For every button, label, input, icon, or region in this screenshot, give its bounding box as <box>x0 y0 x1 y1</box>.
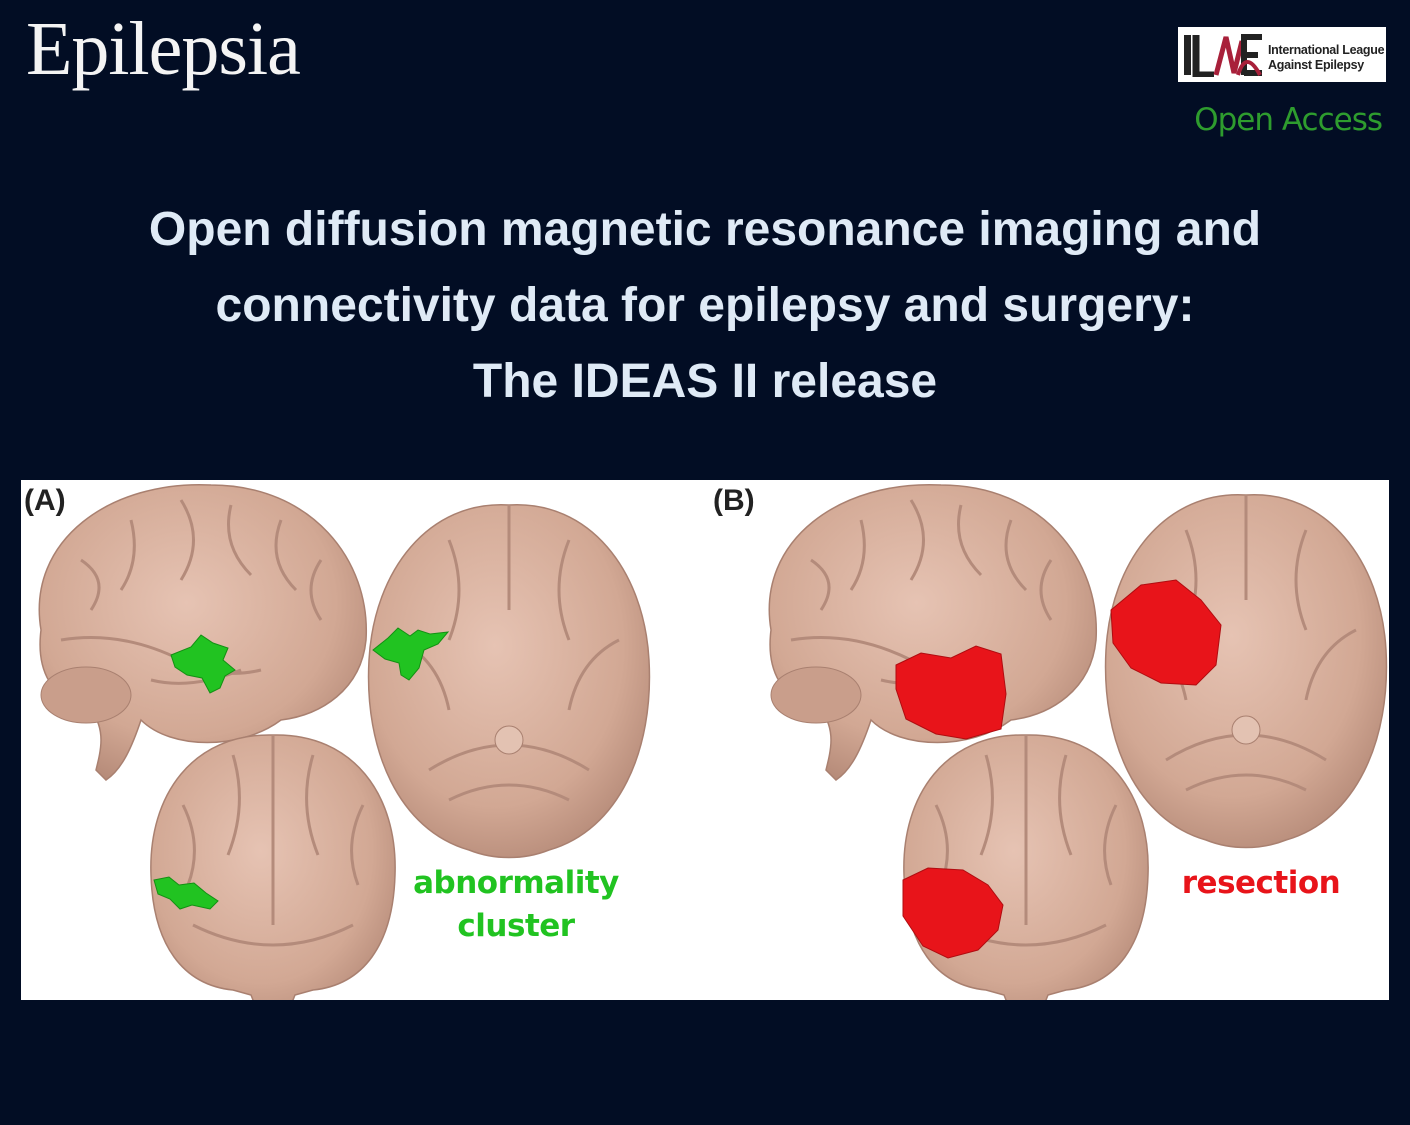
panel-b-resection-lateral <box>895 645 1007 740</box>
title-line-2: connectivity data for epilepsy and surge… <box>215 279 1195 332</box>
panel-a-frontal-brain <box>149 733 397 1000</box>
title-line-1: Open diffusion magnetic resonance imagin… <box>148 203 1262 256</box>
panel-a-cluster-axial <box>372 627 450 681</box>
panel-a-cluster-frontal <box>153 876 219 910</box>
open-access-label: Open Access <box>1194 102 1383 138</box>
ilae-mark-icon <box>1184 34 1262 77</box>
journal-logo: Epilepsia <box>26 7 301 91</box>
graphical-abstract-figure: (A) (B) abnormality cluster resection <box>21 480 1389 1000</box>
resection-annotation: resection <box>1181 865 1341 901</box>
panel-b-resection-frontal <box>902 867 1004 959</box>
panel-b-label: (B) <box>713 484 755 517</box>
panel-b-frontal-brain <box>902 733 1150 1000</box>
ilae-logo: International League Against Epilepsy <box>1178 27 1386 82</box>
article-title: Open diffusion magnetic resonance imagin… <box>0 192 1410 420</box>
annotation-line-2: cluster <box>457 908 575 944</box>
annotation-line-1: abnormality <box>413 865 619 901</box>
ilae-line2: Against Epilepsy <box>1268 58 1364 72</box>
panel-a-cluster-lateral <box>170 634 236 694</box>
ilae-line1: International League <box>1268 43 1385 57</box>
title-line-3: The IDEAS II release <box>472 355 938 408</box>
panel-b-resection-axial <box>1110 579 1222 686</box>
panel-a-lateral-brain <box>37 483 368 782</box>
panel-a-axial-brain <box>367 503 651 859</box>
abnormality-cluster-annotation: abnormality cluster <box>411 862 621 948</box>
panel-a-label: (A) <box>24 484 66 517</box>
